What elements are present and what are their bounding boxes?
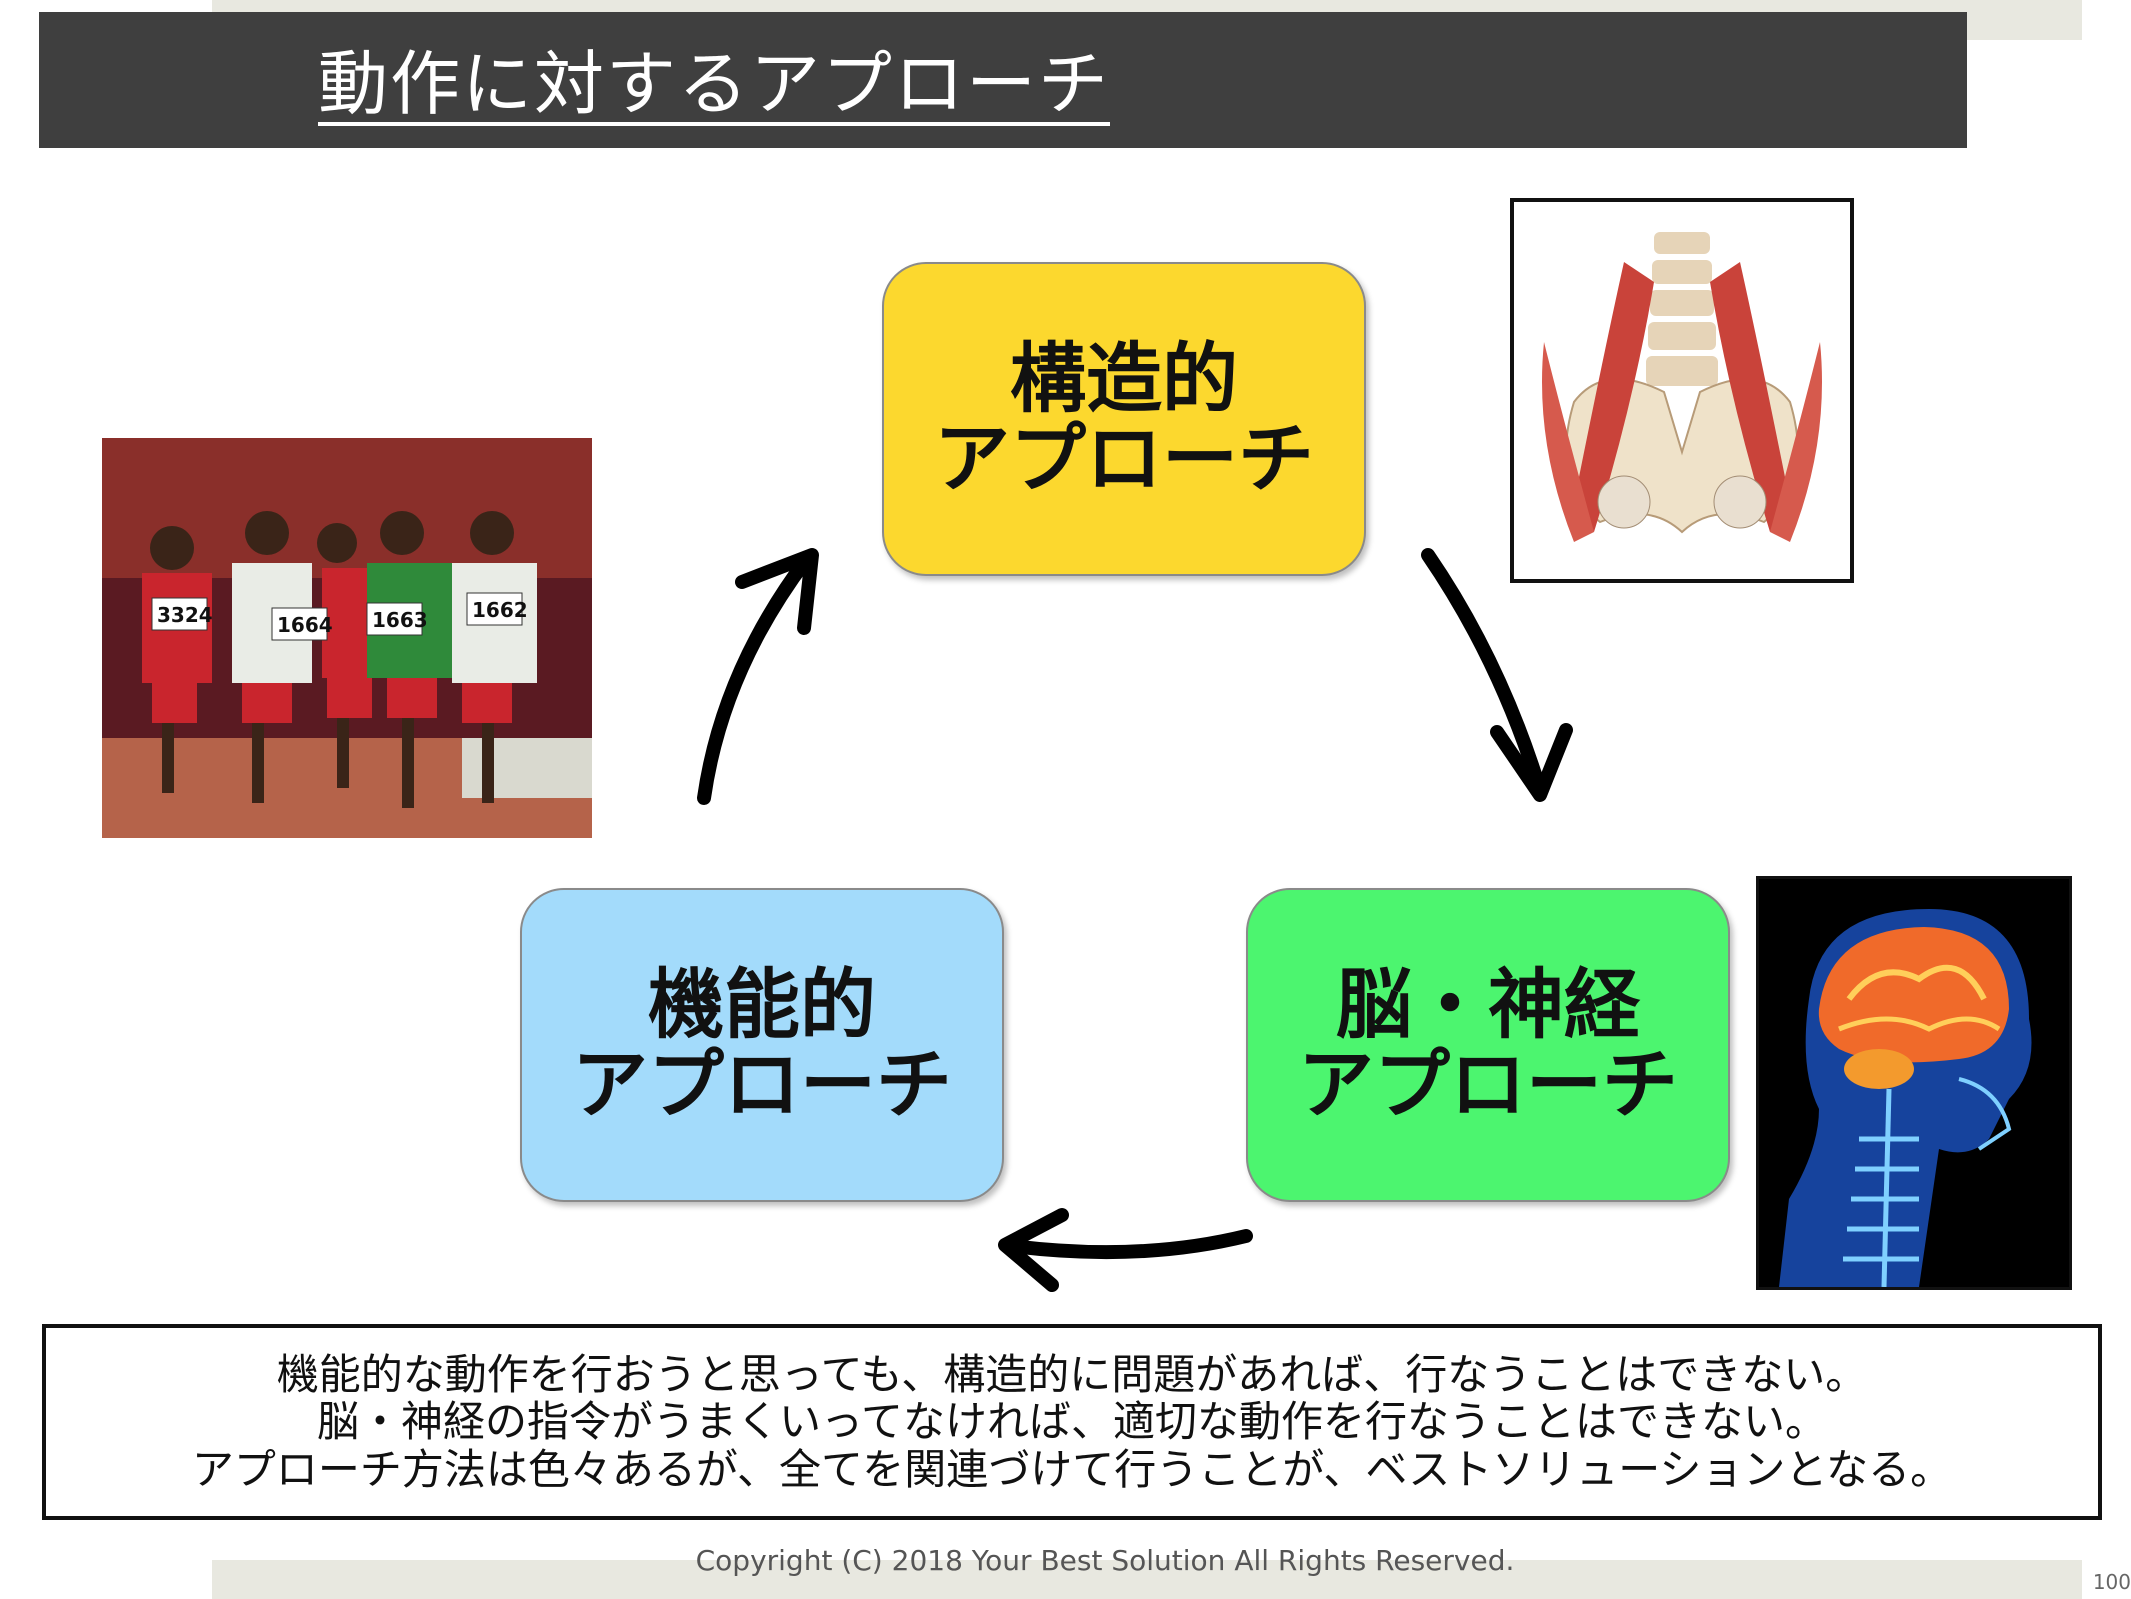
page-number: 100 bbox=[2092, 1570, 2131, 1594]
bib-1662: 1662 bbox=[472, 598, 528, 622]
summary-caption-box: 機能的な動作を行おうと思っても、構造的に問題があれば、行なうことはできない。 脳… bbox=[42, 1324, 2102, 1520]
arrow-structural-to-neural bbox=[1421, 548, 1547, 797]
caption-line-1: 機能的な動作を行おうと思っても、構造的に問題があれば、行なうことはできない。 bbox=[276, 1350, 1868, 1400]
runners-photo: 3324 1664 1663 1662 bbox=[102, 438, 592, 838]
arrow-functional-to-structural bbox=[697, 553, 813, 805]
arrow-neural-to-functional-head bbox=[998, 1208, 1069, 1292]
functional-approach-line1: 機能的 bbox=[648, 960, 876, 1050]
caption-line-2: 脳・神経の指令がうまくいってなければ、適切な動作を行なうことはできない。 bbox=[317, 1397, 1827, 1447]
functional-approach-line2: アプローチ bbox=[572, 1040, 952, 1129]
slide-title: 動作に対するアプローチ bbox=[318, 43, 1110, 125]
neural-approach-line1: 脳・神経 bbox=[1336, 960, 1640, 1050]
neural-approach-box: 脳・神経 アプローチ bbox=[1246, 888, 1730, 1202]
arrow-neural-to-functional bbox=[1005, 1229, 1253, 1260]
bottom-strip bbox=[212, 1560, 2082, 1599]
structural-approach-box: 構造的 アプローチ bbox=[882, 262, 1366, 576]
structural-approach-line2: アプローチ bbox=[934, 414, 1314, 503]
structural-approach-line1: 構造的 bbox=[1010, 334, 1238, 424]
pelvis-anatomy-image bbox=[1510, 198, 1854, 583]
copyright-text: Copyright (C) 2018 Your Best Solution Al… bbox=[695, 1544, 1515, 1577]
arrow-functional-to-structural-head bbox=[735, 548, 819, 635]
arrow-structural-to-neural-head bbox=[1490, 723, 1573, 802]
title-bar bbox=[39, 12, 1967, 148]
bib-3324: 3324 bbox=[157, 603, 213, 627]
functional-approach-box: 機能的 アプローチ bbox=[520, 888, 1004, 1202]
neural-approach-line2: アプローチ bbox=[1298, 1040, 1678, 1129]
brain-xray-image bbox=[1756, 876, 2072, 1290]
bib-1664: 1664 bbox=[277, 613, 333, 637]
caption-line-3: アプローチ方法は色々あるが、全てを関連づけて行うことが、ベストソリューションとな… bbox=[191, 1444, 1953, 1494]
bib-1663: 1663 bbox=[372, 608, 428, 632]
